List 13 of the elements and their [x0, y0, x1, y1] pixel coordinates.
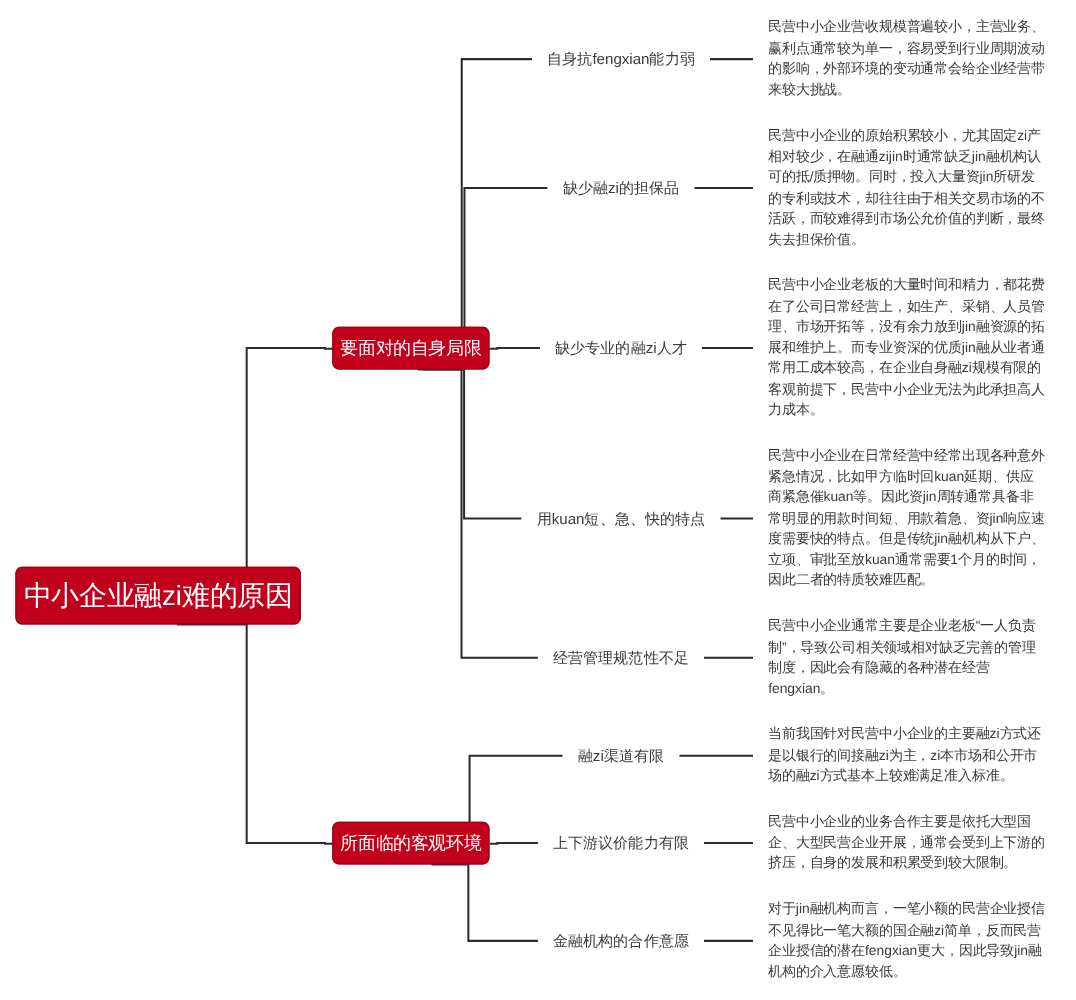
- connector: [679, 754, 754, 757]
- connector: [431, 863, 538, 942]
- connector: [720, 517, 754, 520]
- connector: [703, 842, 754, 845]
- connector: [176, 623, 334, 845]
- connector: [703, 656, 754, 659]
- connector: [417, 368, 538, 659]
- connector: [489, 842, 538, 845]
- connector: [701, 347, 754, 350]
- connector: [709, 58, 754, 61]
- connector: [694, 187, 754, 190]
- connector: [489, 347, 540, 350]
- connector: [703, 939, 754, 942]
